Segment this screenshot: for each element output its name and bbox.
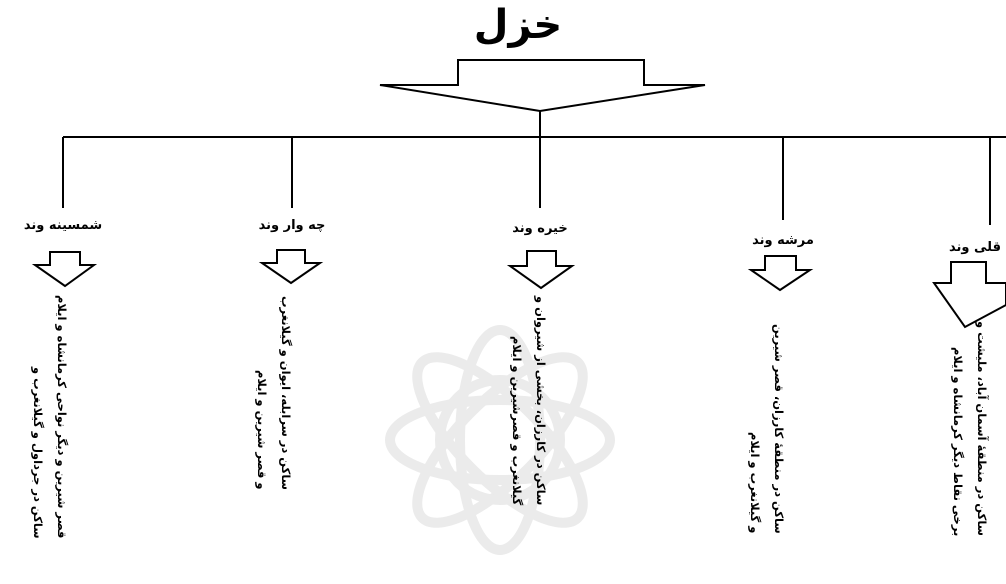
branch-description: ساکن در منطقهٔ آسمان آباد، ملیشت و برخی … (946, 321, 994, 536)
branch-description: ساکن در کارزان، بخشی از شیروان و گیلانغر… (505, 296, 553, 505)
down-arrow-icon (932, 261, 1006, 329)
description-line: برخی نقاط دیگر کرمانشاه و ایلام (951, 346, 965, 536)
branch-description: ساکن در سرابله، ایوان و گیلانغرب و قصر ش… (250, 296, 298, 490)
description-line: و قصر شیرین و ایلام (255, 370, 269, 490)
branch-name: شمسینه وند (23, 218, 103, 233)
down-arrow-icon (506, 250, 576, 290)
branch-name: مرشه وند (752, 233, 814, 248)
description-line: گیلانغرب و قصرشیرین و ایلام (510, 336, 524, 506)
down-arrow-icon (258, 249, 324, 285)
description-line: و گیلانغرب و ایلام (748, 432, 762, 534)
branch-name: قلی وند (949, 240, 1001, 255)
branch-name: خیره وند (512, 221, 568, 236)
down-arrow-icon (747, 255, 814, 292)
root-title: خزل (473, 2, 563, 48)
description-line: ساکن در منطقهٔ کارزان، قصر شیرین (772, 324, 786, 534)
description-line: ساکن در سرابله، ایوان و گیلانغرب (279, 296, 293, 490)
root-arrow-icon (379, 59, 706, 113)
description-line: ساکن در جرداول و گیلانغرب و (31, 366, 45, 539)
branch-description: ساکن در منطقهٔ کارزان، قصر شیرین و گیلان… (743, 324, 791, 534)
description-line: ساکن در منطقهٔ آسمان آباد، ملیشت و (975, 321, 989, 536)
branch-name: چه وار وند (258, 218, 326, 233)
branch-description: قصر شیرین و دیگر نواحی کرمانشاه و ایلام … (26, 295, 74, 538)
description-line: قصر شیرین و دیگر نواحی کرمانشاه و ایلام (55, 295, 69, 539)
description-line: ساکن در کارزان، بخشی از شیروان و (534, 296, 548, 506)
down-arrow-icon (31, 251, 98, 288)
